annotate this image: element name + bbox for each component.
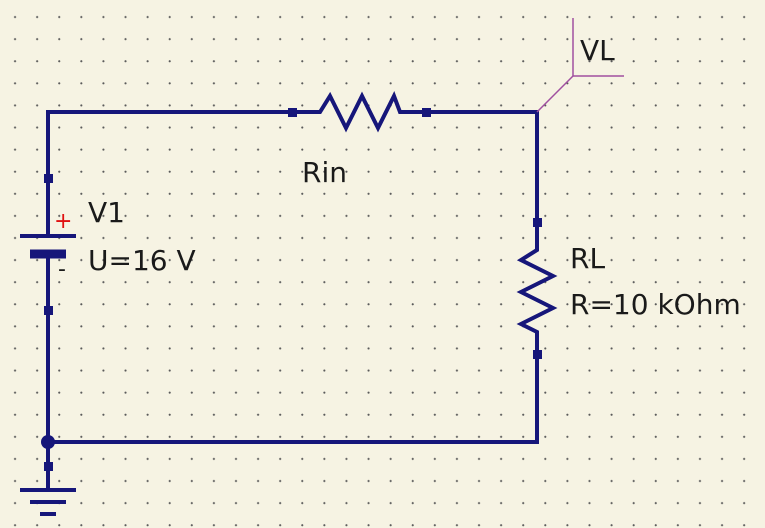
rin-port-left[interactable] [288, 108, 297, 117]
rin-name-label: Rin [302, 156, 347, 189]
ground-symbol-icon [20, 442, 76, 516]
rl-name-label: RL [570, 242, 605, 275]
node-label-vl[interactable]: VL [536, 18, 624, 113]
wires [46, 110, 539, 444]
ground-port[interactable] [44, 462, 53, 471]
rl-port-top[interactable] [533, 218, 542, 227]
rin-port-right[interactable] [422, 108, 431, 117]
v1-name-label: V1 [88, 196, 125, 229]
dc-voltage-source-icon [20, 178, 76, 310]
v1-port-bottom[interactable] [44, 306, 53, 315]
v1-plus-sign: + [54, 209, 72, 234]
resistor-zigzag-icon [516, 222, 558, 354]
resistor-zigzag-icon [292, 91, 426, 133]
v1-port-top[interactable] [44, 174, 53, 183]
node-label-leader [536, 18, 624, 113]
v1-value-label: U=16 V [88, 244, 196, 277]
resistor-rin[interactable] [288, 91, 431, 133]
ground-symbol[interactable] [20, 442, 76, 516]
resistor-rl[interactable] [516, 218, 558, 359]
v1-minus-sign: - [58, 257, 66, 282]
rl-value-label: R=10 kOhm [570, 288, 741, 321]
node-label-vl-text: VL [580, 34, 615, 67]
rl-port-bottom[interactable] [533, 350, 542, 359]
voltage-source-v1[interactable]: + - [20, 174, 76, 315]
